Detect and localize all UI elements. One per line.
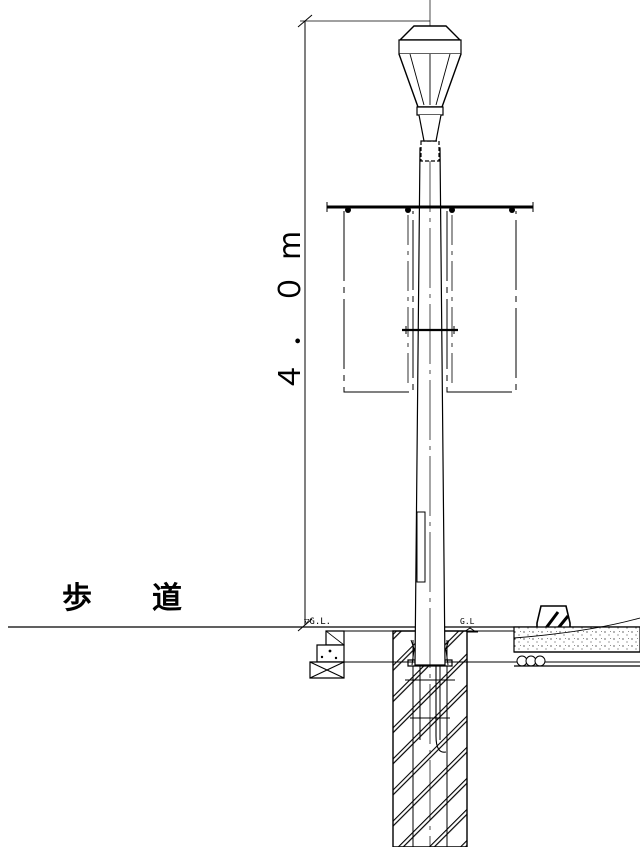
dimension-label: ４．０m <box>273 217 308 392</box>
banner-right <box>447 211 516 392</box>
pole <box>412 0 448 847</box>
height-dimension <box>298 15 430 631</box>
sidewalk-label: 歩 道 <box>62 581 182 616</box>
lantern-luminaire <box>399 26 461 141</box>
left-curb <box>310 631 344 678</box>
banner-left <box>344 211 413 392</box>
banner-arm-upper <box>327 202 533 213</box>
gl-label-right: G.L <box>460 617 475 626</box>
right-curb <box>514 606 640 666</box>
banner-arm-lower <box>402 326 458 334</box>
gl-label-left: ▽G.L. <box>304 617 331 627</box>
